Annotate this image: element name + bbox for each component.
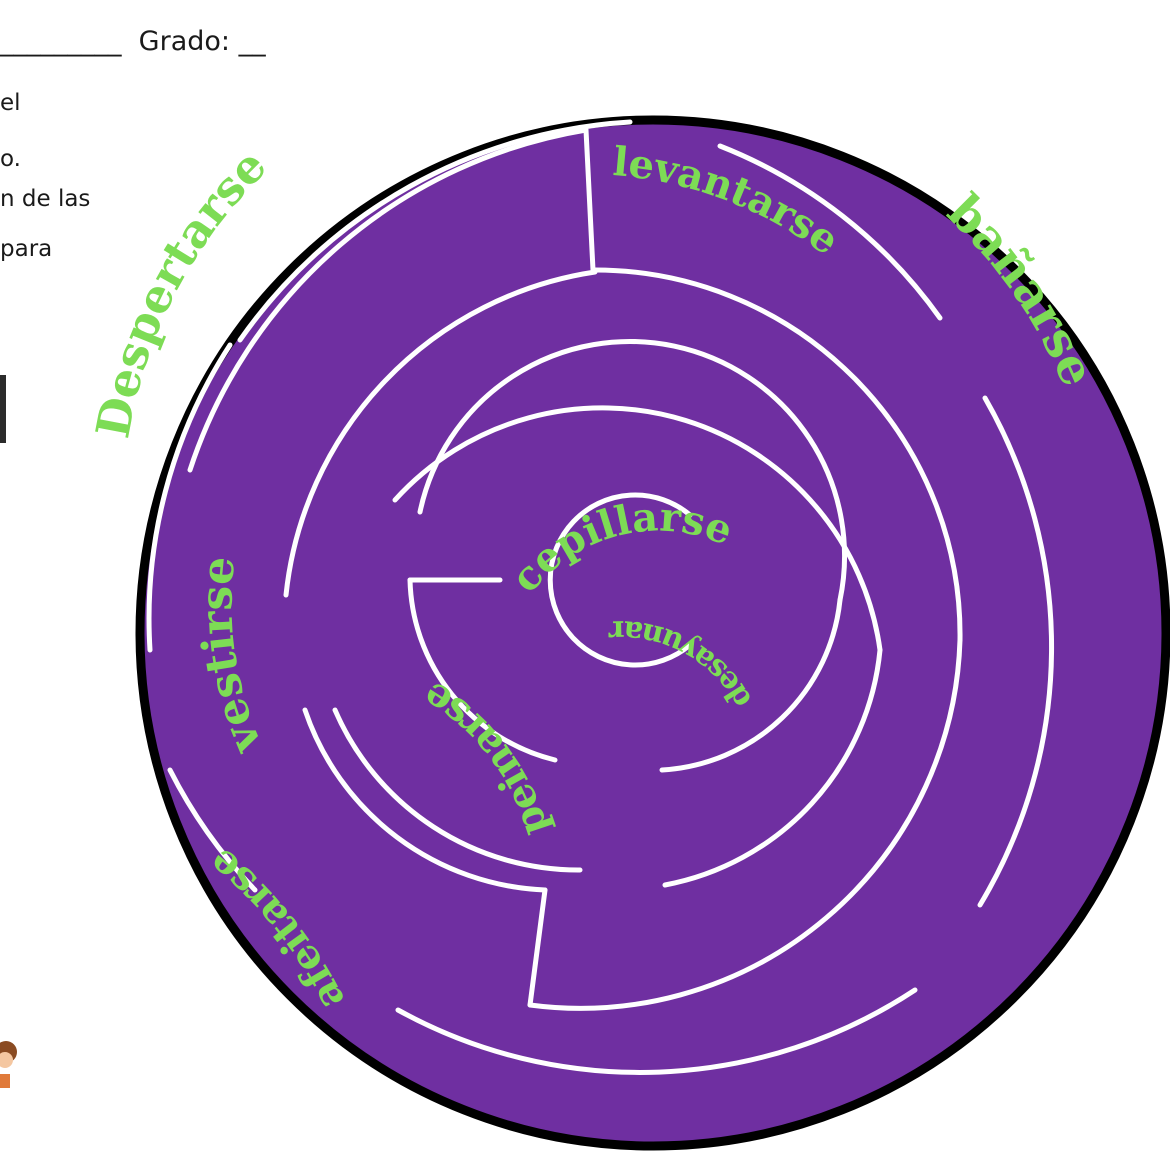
maze-graphic: Despertarse levantarse bañarse vestirse … (0, 0, 1170, 1156)
worksheet-page: _________ Grado: __ el o. n de las para (0, 0, 1170, 1156)
